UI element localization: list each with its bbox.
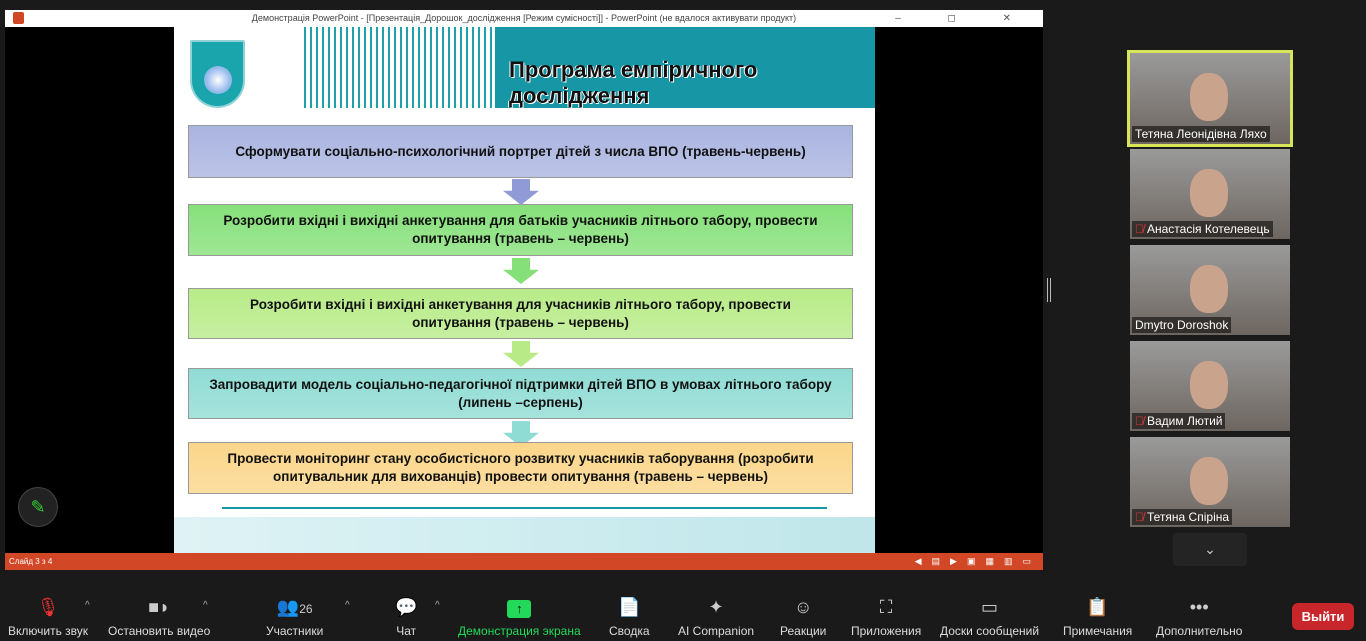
more-button[interactable]: •••Дополнительно xyxy=(1156,597,1243,638)
leave-button[interactable]: Выйти xyxy=(1292,603,1354,630)
decorative-footer xyxy=(174,517,875,553)
share-screen-button[interactable]: ↑Демонстрация экрана xyxy=(458,595,581,638)
powerpoint-icon xyxy=(13,12,24,24)
divider-line xyxy=(222,507,827,509)
mic-muted-icon: 🎙̸ xyxy=(1135,414,1144,428)
step-box: Сформувати соціально-психологічний портр… xyxy=(188,125,853,178)
resize-handle[interactable] xyxy=(1047,278,1051,302)
apps-button[interactable]: ⛶Приложения xyxy=(851,597,922,638)
participant-video[interactable]: Тетяна Леонідівна Ляхо xyxy=(1127,50,1293,147)
previous-slide-icon[interactable]: ◀ xyxy=(914,556,922,566)
step-box: Провести моніторинг стану особистісного … xyxy=(188,442,853,494)
window-title: Демонстрація PowerPoint - [Презентація_Д… xyxy=(251,13,797,23)
participant-video[interactable]: 🎙̸Анастасія Котелевець xyxy=(1130,149,1290,239)
sparkle-icon: ✦ xyxy=(708,597,724,617)
mic-muted-icon: 🎙 xyxy=(36,597,60,617)
whiteboards-button[interactable]: ▭Доски сообщений xyxy=(940,597,1040,638)
annotate-pen-button[interactable]: ✎ xyxy=(18,487,58,527)
next-slide-icon[interactable]: ▶ xyxy=(950,556,957,566)
reading-view-icon[interactable]: ▥ xyxy=(1003,556,1013,566)
share-screen-icon: ↑ xyxy=(458,595,581,619)
participant-name: Тетяна Спіріна xyxy=(1147,510,1230,524)
slide-title: Програма емпіричного дослідження xyxy=(509,57,758,108)
participant-name: Вадим Лютий xyxy=(1147,414,1223,428)
window-title-bar: Демонстрація PowerPoint - [Презентація_Д… xyxy=(5,10,1043,27)
university-logo xyxy=(190,40,245,108)
ai-companion-button[interactable]: ✦AI Companion xyxy=(678,597,755,638)
chat-button[interactable]: 💬Чат xyxy=(395,597,418,638)
notes-icon: 📋 xyxy=(1086,597,1109,617)
chat-icon: 💬 xyxy=(395,597,418,617)
reactions-button[interactable]: ☺Реакции xyxy=(780,597,827,638)
apps-icon: ⛶ xyxy=(879,597,893,617)
participant-name: Dmytro Doroshok xyxy=(1132,317,1232,333)
mic-muted-icon: 🎙̸ xyxy=(1135,222,1144,236)
shared-screen: Програма емпіричного дослідження Сформув… xyxy=(5,27,1043,553)
summary-icon: 📄 xyxy=(618,597,641,617)
slide-menu-icon[interactable]: ▤ xyxy=(931,556,941,566)
participant-video[interactable]: Dmytro Doroshok xyxy=(1130,245,1290,335)
normal-view-icon[interactable]: ▣ xyxy=(966,556,976,566)
more-participants-chevron[interactable]: ⌄ xyxy=(1173,533,1247,566)
step-box: Розробити вхідні і вихідні анкетування д… xyxy=(188,288,853,339)
slideshow-icon[interactable]: ▭ xyxy=(1022,556,1031,566)
more-dots-icon: ••• xyxy=(1189,597,1209,617)
video-options-caret[interactable]: ^ xyxy=(203,600,208,611)
slide-header: Програма емпіричного дослідження xyxy=(495,27,875,108)
decorative-stripes xyxy=(300,27,495,108)
participant-video[interactable]: 🎙̸Вадим Лютий xyxy=(1130,341,1290,431)
down-arrow xyxy=(503,258,539,284)
window-controls[interactable]: – ◻ ✕ xyxy=(895,13,1033,24)
participants-icon: 👥26 xyxy=(276,597,313,617)
emoji-plus-icon: ☺ xyxy=(793,597,813,617)
down-arrow xyxy=(503,341,539,367)
audio-options-caret[interactable]: ^ xyxy=(85,600,90,611)
slide: Програма емпіричного дослідження Сформув… xyxy=(174,27,875,553)
step-box: Запровадити модель соціально-педагогічно… xyxy=(188,368,853,419)
mic-muted-icon: 🎙̸ xyxy=(1135,510,1144,524)
whiteboard-icon: ▭ xyxy=(981,597,999,617)
slide-sorter-icon[interactable]: ▦ xyxy=(985,556,994,566)
slide-counter: Слайд 3 з 4 xyxy=(9,557,53,566)
chat-options-caret[interactable]: ^ xyxy=(435,600,440,611)
stop-video-button[interactable]: ■◗Остановить видео xyxy=(108,597,211,638)
down-arrow xyxy=(503,179,539,205)
participant-video[interactable]: 🎙̸Тетяна Спіріна xyxy=(1130,437,1290,527)
participants-options-caret[interactable]: ^ xyxy=(345,600,350,611)
summary-button[interactable]: 📄Сводка xyxy=(609,597,650,638)
video-camera-icon: ■◗ xyxy=(148,597,170,617)
notes-button[interactable]: 📋Примечания xyxy=(1063,597,1133,638)
step-box: Розробити вхідні і вихідні анкетування д… xyxy=(188,204,853,256)
participant-name: Анастасія Котелевець xyxy=(1147,222,1270,236)
powerpoint-status-bar: Слайд 3 з 4 ◀ ▤ ▶ ▣ ▦ ▥ ▭ xyxy=(5,553,1043,570)
participant-name: Тетяна Леонідівна Ляхо xyxy=(1132,126,1270,142)
unmute-button[interactable]: 🎙Включить звук xyxy=(8,597,89,638)
